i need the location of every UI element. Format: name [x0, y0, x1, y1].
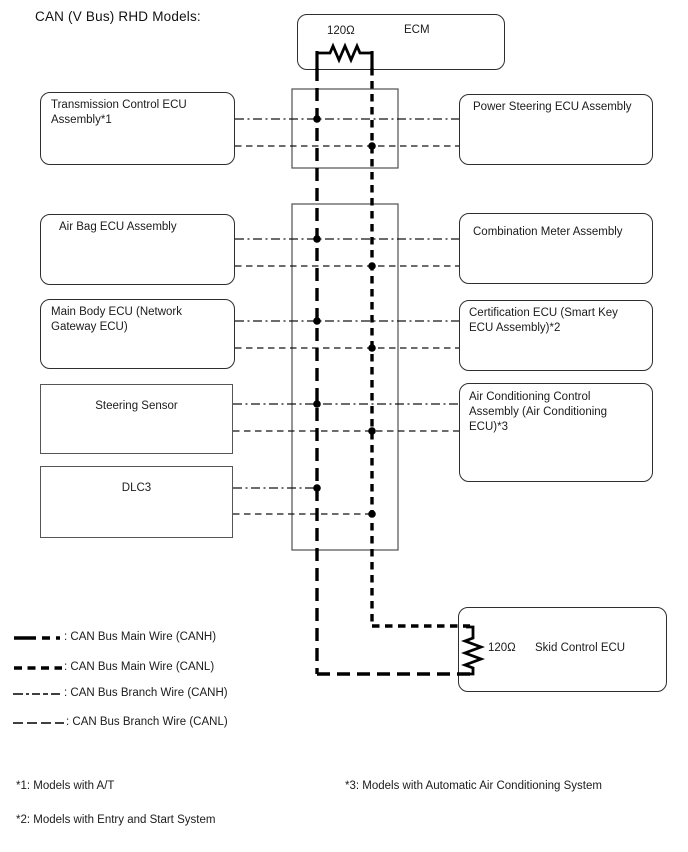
box-skid-control-ecu: 120Ω Skid Control ECU — [458, 607, 667, 692]
box-main-body-ecu: Main Body ECU (Network Gateway ECU) — [40, 299, 235, 369]
junction-dot — [313, 317, 321, 325]
junction-dot — [313, 484, 321, 492]
box-label: ECU Assembly)*2 — [469, 322, 561, 335]
box-label: Assembly*1 — [51, 114, 112, 127]
box-dlc3: DLC3 — [40, 466, 233, 538]
box-label: DLC3 — [121, 482, 152, 494]
box-ecm: 120Ω ECM — [297, 14, 505, 70]
junction-dot — [368, 262, 376, 270]
footnote-1: *1: Models with A/T — [16, 780, 115, 792]
box-label: Air Bag ECU Assembly — [59, 221, 177, 233]
box-transmission-control-ecu: Transmission Control ECU Assembly*1 — [40, 92, 235, 165]
box-label: Power Steering ECU Assembly — [473, 101, 632, 113]
footnote-2: *2: Models with Entry and Start System — [16, 814, 216, 826]
junction-connector-2 — [291, 203, 399, 551]
box-label: Combination Meter Assembly — [473, 226, 623, 238]
skid-resistor-label: 120Ω — [488, 642, 516, 654]
junction-dot — [313, 235, 321, 243]
junction-dot — [368, 142, 376, 150]
junction-connector-1 — [291, 88, 399, 169]
junction-dot — [368, 510, 376, 518]
diagram-title: CAN (V Bus) RHD Models: — [35, 9, 201, 24]
legend-label-main-canl: : CAN Bus Main Wire (CANL) — [64, 661, 215, 673]
junction-dots — [313, 115, 376, 518]
junction-dot — [313, 115, 321, 123]
main-wires — [315, 51, 470, 676]
box-label: Steering Sensor — [95, 400, 178, 412]
box-steering-sensor: Steering Sensor — [40, 384, 233, 454]
legend-label-branch-canl: : CAN Bus Branch Wire (CANL) — [66, 716, 228, 728]
box-air-bag-ecu: Air Bag ECU Assembly — [40, 214, 235, 285]
legend-label-branch-canh: : CAN Bus Branch Wire (CANH) — [64, 687, 228, 699]
ecm-label: ECM — [404, 24, 430, 36]
box-air-conditioning-ecu: Air Conditioning Control Assembly (Air C… — [459, 383, 653, 482]
box-label: Air Conditioning Control — [469, 391, 591, 403]
footnote-3: *3: Models with Automatic Air Conditioni… — [345, 780, 602, 792]
legend-label-main-canh: : CAN Bus Main Wire (CANH) — [64, 631, 217, 643]
box-label: Gateway ECU) — [51, 321, 128, 334]
box-combination-meter: Combination Meter Assembly — [459, 213, 653, 284]
branch-wires — [233, 118, 459, 515]
ecm-resistor-label: 120Ω — [327, 25, 355, 37]
box-label: Transmission Control ECU — [51, 99, 187, 111]
legend-swatches — [13, 636, 64, 724]
box-label: Main Body ECU (Network — [51, 306, 183, 318]
box-power-steering-ecu: Power Steering ECU Assembly — [459, 94, 653, 165]
box-label: Assembly (Air Conditioning — [469, 406, 608, 419]
junction-dot — [368, 427, 376, 435]
box-certification-ecu: Certification ECU (Smart Key ECU Assembl… — [459, 300, 653, 371]
skid-label: Skid Control ECU — [535, 642, 626, 654]
box-label: Certification ECU (Smart Key — [469, 307, 618, 319]
junction-dot — [313, 400, 321, 408]
junction-dot — [368, 344, 376, 352]
box-label: ECU)*3 — [469, 421, 508, 434]
